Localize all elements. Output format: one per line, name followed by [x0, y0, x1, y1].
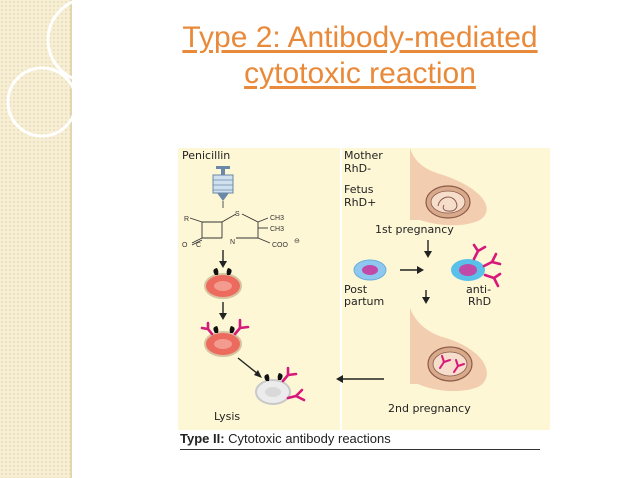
antibody-icon — [281, 366, 298, 383]
arrow-down-3 — [424, 240, 432, 258]
fetus-rh-label: RhD+ — [344, 196, 376, 209]
antibody-icon — [453, 359, 465, 373]
side-band-edge — [70, 0, 72, 478]
chem-ch3-top: CH3 — [270, 215, 284, 222]
antibody-icon — [439, 355, 451, 369]
antibody-icon — [472, 243, 487, 261]
deco-circle-large — [46, 0, 134, 84]
title-line-1: Type 2: Antibody-mediated — [182, 21, 538, 54]
mother-rh-label: RhD- — [344, 162, 371, 175]
deco-circle-small — [6, 66, 78, 138]
chem-charge: ⊖ — [294, 238, 300, 245]
chem-coo: COO — [272, 242, 289, 249]
rbc-with-drug — [204, 268, 242, 299]
title-line-2: cytotoxic reaction — [244, 57, 476, 90]
syringe-icon — [212, 166, 234, 208]
arrow-down-4 — [422, 290, 430, 304]
arrow-left — [336, 375, 384, 383]
arrow-down-1 — [219, 250, 227, 268]
fetus-label: Fetus — [344, 183, 374, 196]
arrow-diagonal — [237, 357, 262, 378]
slide-title: Type 2: Antibody-mediated cytotoxic reac… — [120, 20, 600, 92]
antibody-icon — [286, 388, 306, 402]
caption-bold: Type II: — [180, 431, 225, 446]
pregnancy-2-illustration — [410, 308, 487, 392]
partum-label: partum — [344, 295, 384, 308]
fetal-rbc — [353, 259, 387, 281]
penicillin-label: Penicillin — [182, 149, 230, 162]
lysed-cell — [255, 366, 306, 405]
arrow-down-2 — [219, 302, 227, 320]
decorative-side-band — [0, 0, 70, 478]
chem-n: N — [230, 239, 235, 246]
penicillin-structure — [189, 213, 271, 246]
caption-text: Cytotoxic antibody reactions — [224, 431, 391, 446]
arrow-right — [400, 266, 424, 274]
b-cell-with-antibodies — [451, 243, 502, 288]
chem-s: S — [235, 211, 240, 218]
first-pregnancy-label: 1st pregnancy — [375, 223, 454, 236]
rhd-label: RhD — [468, 295, 491, 308]
pregnancy-1-illustration — [410, 148, 487, 226]
antibody-icon — [482, 252, 502, 268]
chem-c: C — [196, 242, 201, 249]
chem-o: O — [182, 242, 188, 249]
chem-r: R — [184, 216, 189, 223]
rbc-with-antibodies — [200, 318, 250, 357]
post-label: Post — [344, 283, 368, 296]
second-pregnancy-label: 2nd pregnancy — [388, 402, 471, 415]
antibody-icon — [233, 318, 250, 336]
type2-diagram: Penicillin R S CH3 CH3 O C N COO ⊖ — [178, 148, 550, 430]
mother-label: Mother — [344, 149, 383, 162]
chem-ch3-bottom: CH3 — [270, 226, 284, 233]
antibody-icon — [200, 321, 214, 336]
figure-caption: Type II: Cytotoxic antibody reactions — [180, 431, 540, 450]
antibody-icon — [483, 272, 502, 288]
anti-label: anti- — [466, 283, 491, 296]
decorative-circles — [6, 0, 134, 138]
lysis-label: Lysis — [214, 410, 240, 423]
